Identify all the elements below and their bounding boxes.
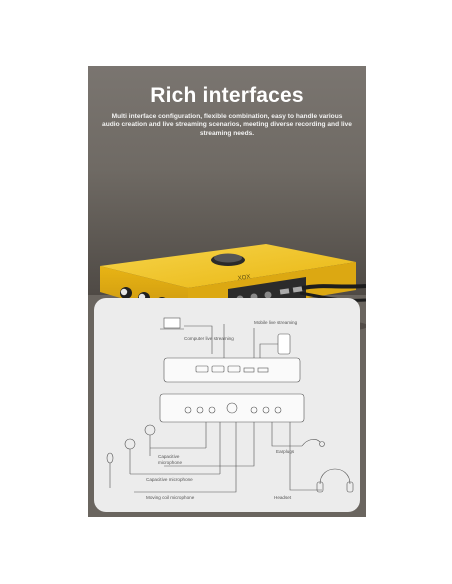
page-description: Multi interface configuration, flexible … (102, 113, 352, 137)
label-headset: Headset (274, 495, 292, 500)
label-capacitive-microphone-1: Capacitive microphone (158, 454, 183, 465)
connection-diagram: Computer live streaming Mobile live stre… (94, 298, 360, 512)
label-computer-live-streaming: Computer live streaming (184, 336, 234, 341)
label-moving-coil-microphone: Moving coil microphone (146, 495, 195, 500)
page-title: Rich interfaces (150, 84, 304, 107)
connection-diagram-drawing (106, 317, 354, 493)
product-card: Rich interfaces Multi interface configur… (88, 66, 366, 517)
label-capacitive-microphone-2: Capacitive microphone (146, 477, 193, 482)
label-earplugs: Earplugs (276, 449, 295, 454)
svg-text:XOX: XOX (237, 274, 250, 282)
label-mobile-live-streaming: Mobile live streaming (254, 320, 298, 325)
